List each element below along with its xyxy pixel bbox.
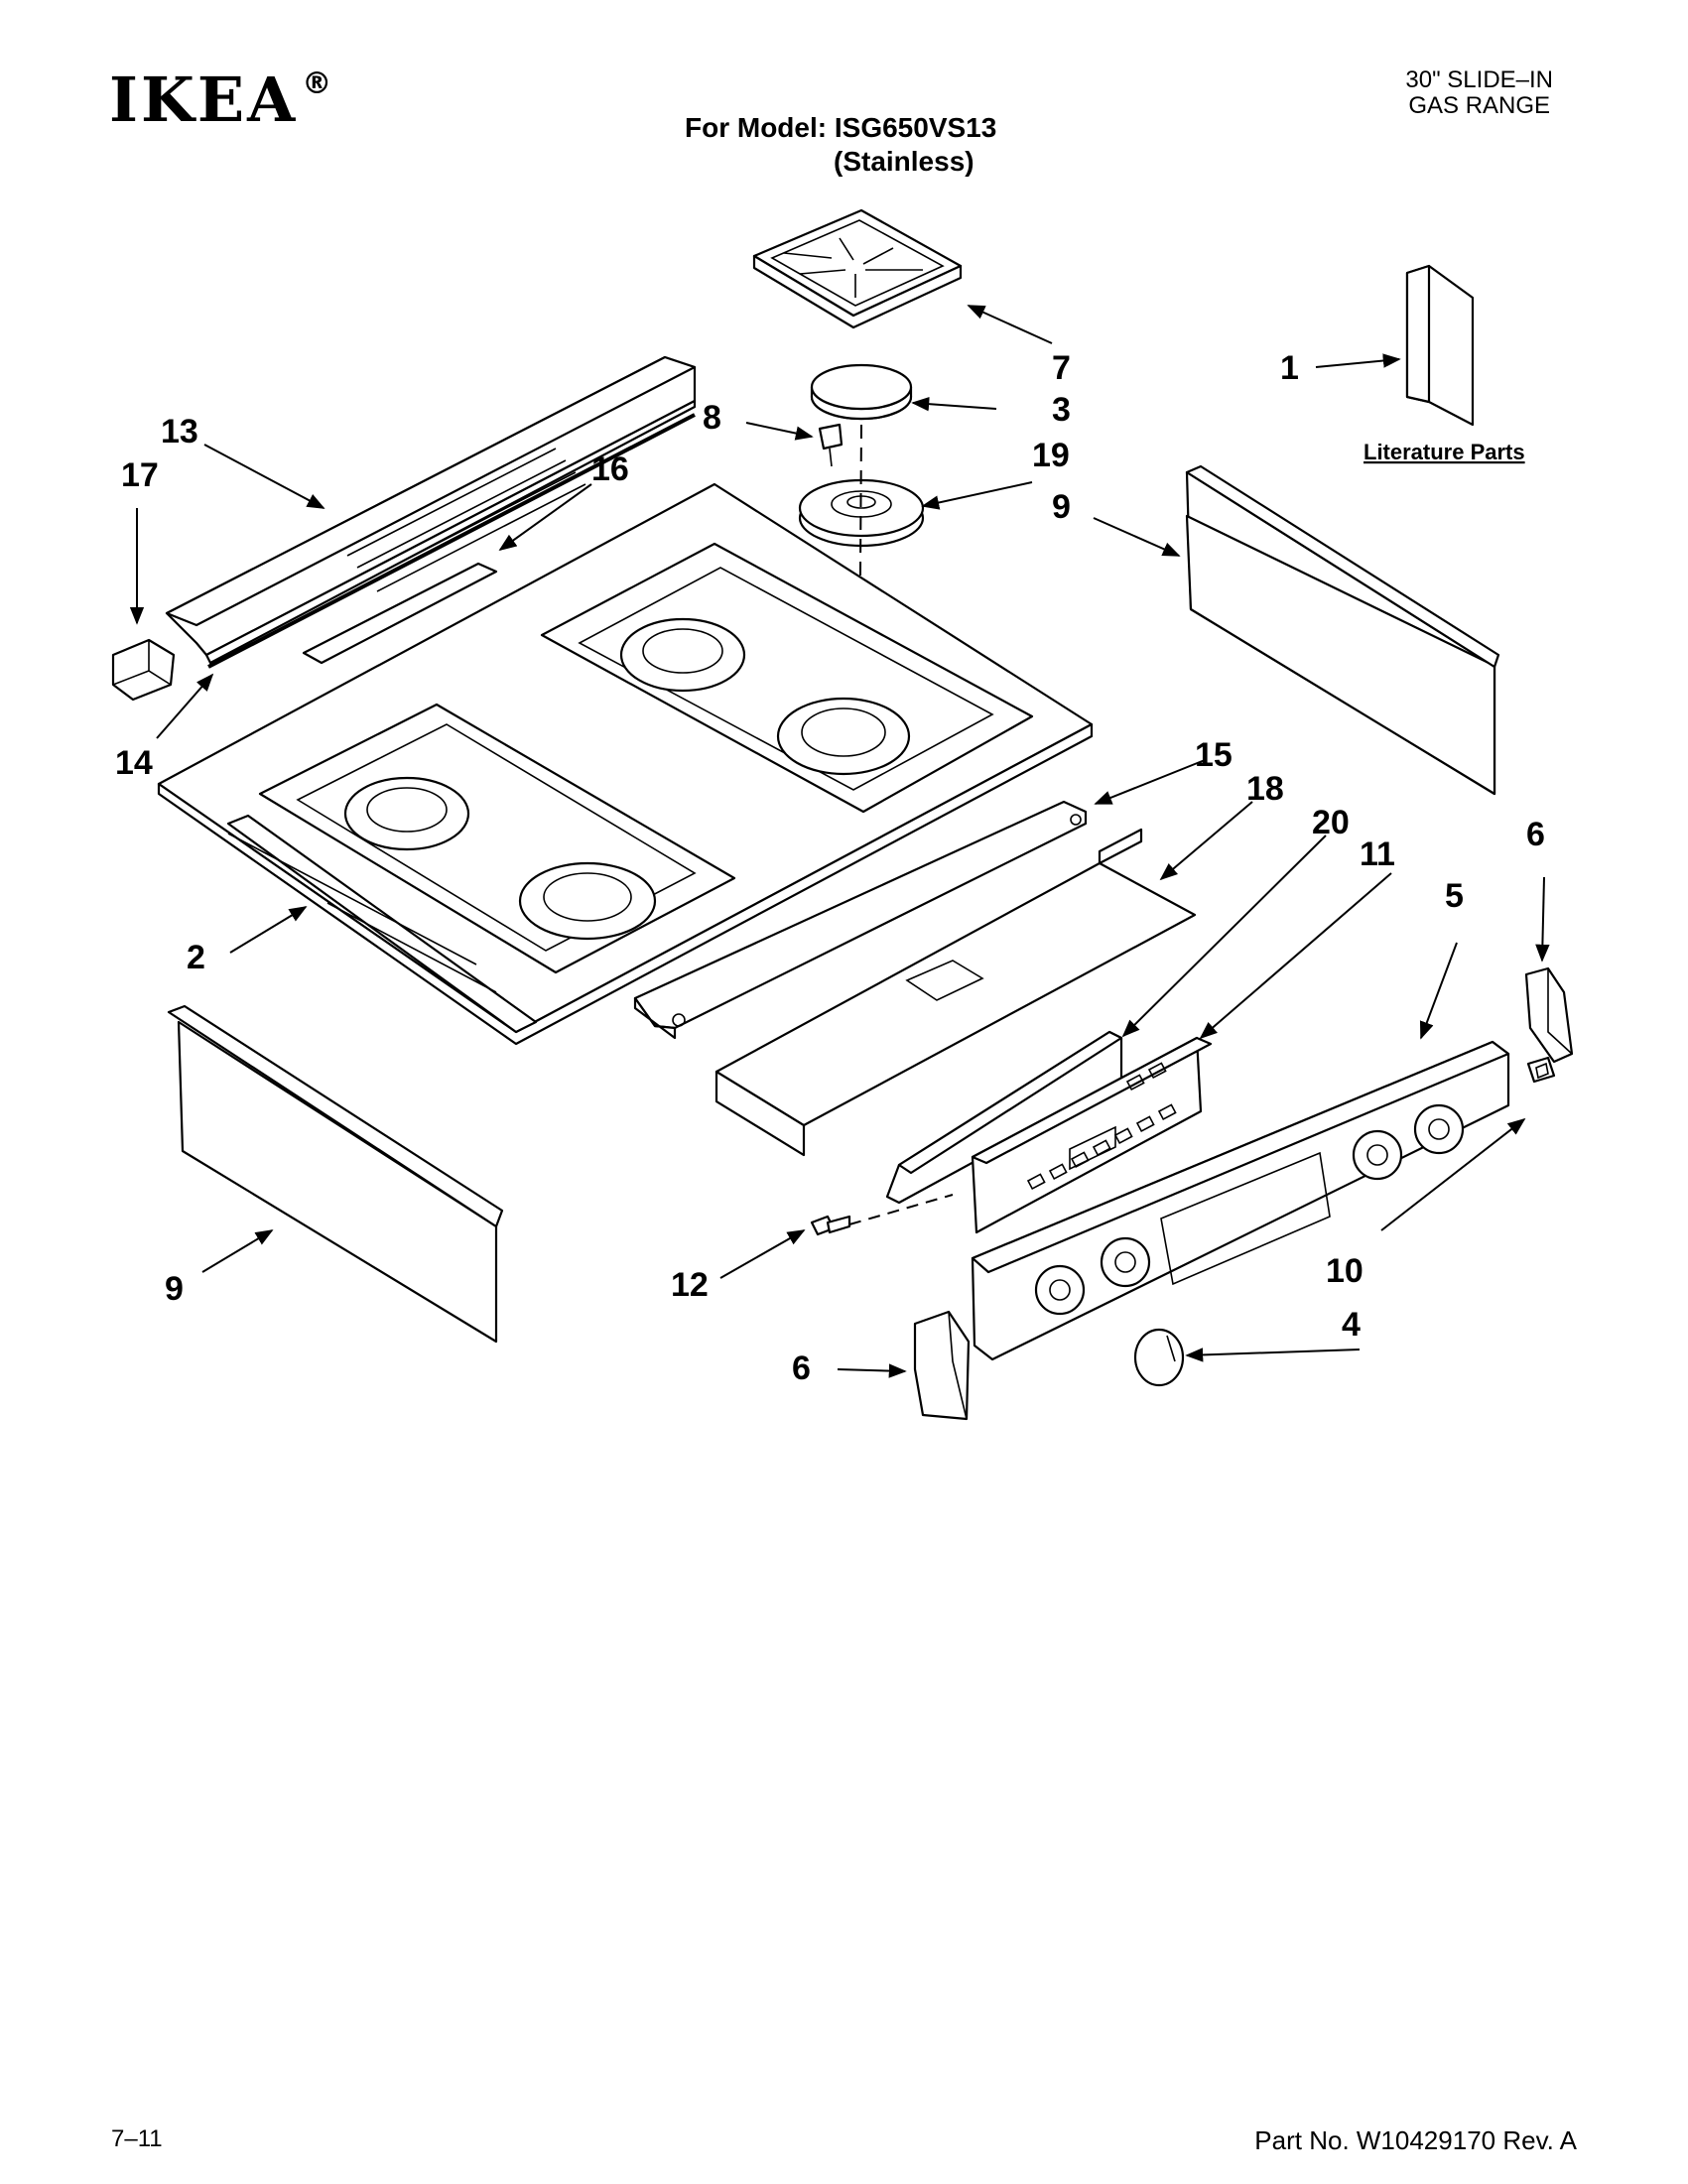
callout-3: 3 [1052, 391, 1071, 429]
callout-18: 18 [1246, 770, 1284, 808]
model-heading: For Model: ISG650VS13 (Stainless) [685, 111, 996, 179]
literature-parts-label: Literature Parts [1363, 440, 1525, 464]
callout-10: 10 [1326, 1252, 1363, 1290]
callout-1: 1 [1280, 349, 1299, 387]
control-console [971, 1040, 1510, 1361]
brand-logo: IKEA® [109, 69, 334, 131]
side-panel-right [1185, 464, 1500, 796]
side-panel-left [167, 1004, 504, 1344]
burner-cap [810, 363, 913, 421]
burner-grate [752, 208, 963, 329]
part-number: Part No. W10429170 Rev. A [1254, 2125, 1577, 2155]
seal-strip [207, 413, 696, 669]
control-frame [885, 1030, 1123, 1205]
panel-screw [810, 1215, 851, 1236]
callout-6-left: 6 [792, 1349, 811, 1387]
rocker-switch [1526, 1056, 1556, 1084]
callout-4: 4 [1342, 1306, 1361, 1344]
model-line: For Model: ISG650VS13 [685, 112, 997, 143]
cooktop-main-top [157, 482, 1094, 1046]
trim-end-cap [111, 638, 176, 702]
leader-arrows [129, 305, 1550, 1378]
callout-9-left: 9 [165, 1270, 184, 1308]
callout-13: 13 [161, 413, 198, 450]
rear-vent-trim [165, 355, 697, 665]
date-code: 7–11 [111, 2125, 163, 2152]
brand-name: IKEA [109, 64, 299, 136]
callout-6-right: 6 [1526, 816, 1545, 853]
callout-9-right: 9 [1052, 488, 1071, 526]
registered-mark: ® [302, 66, 335, 101]
control-panel-display [971, 1036, 1213, 1234]
callout-16: 16 [591, 450, 629, 488]
callout-2: 2 [187, 939, 205, 976]
control-knob [1133, 1328, 1185, 1387]
finish-line: (Stainless) [834, 146, 974, 177]
console-end-cap-right [1524, 966, 1574, 1064]
front-rail [633, 800, 1088, 1040]
callout-8: 8 [703, 399, 721, 437]
screw [818, 423, 844, 467]
callout-14: 14 [115, 744, 153, 782]
control-panel-bracket [714, 828, 1197, 1157]
callout-19: 19 [1032, 437, 1070, 474]
burner-base [798, 478, 925, 548]
callout-5: 5 [1445, 877, 1464, 915]
callout-11: 11 [1360, 835, 1395, 873]
screw-centerline [848, 1194, 954, 1225]
callout-20: 20 [1312, 804, 1350, 841]
console-end-cap-left [913, 1310, 971, 1421]
product-line-1: 30" SLIDE–IN [1405, 66, 1553, 93]
callout-numbers: 1 2 3 4 5 6 6 7 8 9 9 10 11 12 13 14 15 … [115, 349, 1545, 1387]
product-type: 30" SLIDE–IN GAS RANGE [1405, 67, 1553, 119]
product-line-2: GAS RANGE [1408, 92, 1551, 119]
callout-17: 17 [121, 456, 159, 494]
callout-7: 7 [1052, 349, 1071, 387]
callout-15: 15 [1195, 736, 1233, 774]
literature-booklet [1405, 264, 1475, 427]
callout-12: 12 [671, 1266, 709, 1304]
